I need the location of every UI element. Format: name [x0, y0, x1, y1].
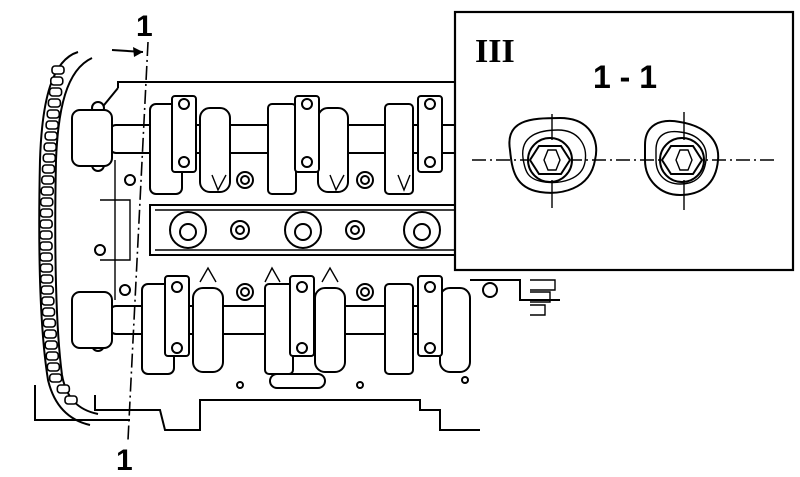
upper-camshaft — [71, 95, 461, 195]
chain-link — [44, 131, 58, 141]
inset-section-label: 1 - 1 — [593, 59, 657, 95]
chain-link — [41, 307, 56, 317]
section-mark-bottom: 1 — [116, 444, 133, 477]
chain-link — [43, 329, 58, 339]
inset-section-view: III 1 - 1 — [453, 10, 795, 272]
chain-link — [45, 120, 59, 130]
chain-link — [39, 219, 53, 229]
chain-link — [41, 164, 56, 174]
chain-link — [40, 285, 55, 295]
lower-camshaft — [71, 266, 471, 375]
chain-link — [64, 395, 78, 405]
chain-link — [49, 76, 64, 86]
chain-link — [41, 296, 55, 306]
spark-plug-wells — [169, 211, 441, 249]
chain-link — [39, 241, 53, 251]
chain-link — [42, 153, 57, 163]
chain-link — [39, 274, 54, 284]
chain-link — [39, 208, 54, 218]
section-line: 1 1 — [111, 10, 153, 477]
chain-link — [43, 142, 57, 152]
chain-link — [39, 197, 54, 207]
chain-link — [40, 175, 55, 185]
chain-link — [42, 318, 57, 328]
chain-link — [39, 252, 53, 262]
chain-link — [56, 384, 71, 394]
chain-link — [39, 263, 54, 273]
chain-link — [51, 65, 65, 75]
chain-link — [48, 373, 63, 383]
chain-link — [44, 340, 59, 350]
chain-link — [48, 87, 63, 97]
chain-link — [47, 98, 62, 108]
timing-chain — [38, 51, 99, 426]
right-camshaft-section — [644, 112, 720, 210]
chain-link — [45, 351, 60, 361]
chain-link — [46, 362, 61, 372]
inset-view-label: III — [475, 33, 515, 70]
chain-link — [39, 230, 53, 240]
chain-link — [46, 109, 61, 119]
chain-link — [40, 186, 55, 196]
left-camshaft-section — [508, 114, 598, 208]
section-mark-top: 1 — [136, 10, 153, 43]
